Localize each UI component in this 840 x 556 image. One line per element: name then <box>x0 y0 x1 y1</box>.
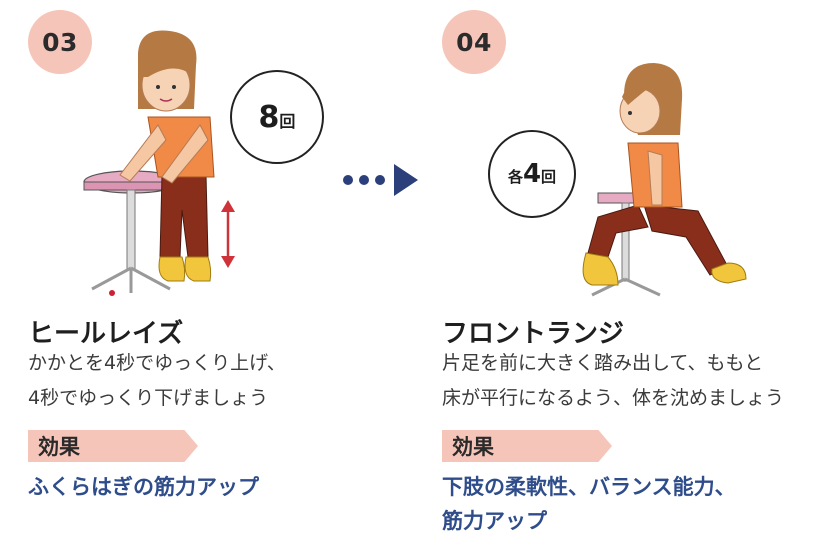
next-step-arrow-icon <box>343 164 418 196</box>
description-line: 床が平行になるよう、体を沈めましょう <box>442 387 785 409</box>
count-value: 8 <box>258 99 280 135</box>
effect-line: 下肢の柔軟性、バランス能力、 <box>442 475 736 499</box>
up-down-arrow-icon <box>221 200 235 268</box>
description-line: 4秒でゆっくり下げましょう <box>28 387 269 409</box>
count-prefix: 各 <box>507 167 523 186</box>
effect-line: ふくらはぎの筋力アップ <box>28 475 259 499</box>
step-04-panel: 04 各 4 回 フロントランジ 片足を前に大きく踏み出して、ももと 床が平行に… <box>420 0 840 556</box>
effect-label: 効果 <box>442 430 612 462</box>
count-unit: 回 <box>279 112 296 131</box>
effect-description: 下肢の柔軟性、バランス能力、 筋力アップ <box>442 470 736 538</box>
description-line: かかとを4秒でゆっくり上げ、 <box>28 352 286 374</box>
count-unit: 回 <box>541 167 557 186</box>
effect-description: ふくらはぎの筋力アップ <box>28 470 259 504</box>
repetition-count: 8 回 <box>230 70 324 164</box>
exercise-description: かかとを4秒でゆっくり上げ、 4秒でゆっくり下げましょう <box>28 346 286 416</box>
step-03-panel: 03 8 回 ヒールレイズ <box>28 10 324 504</box>
step-number: 04 <box>456 27 492 57</box>
exercise-description: 片足を前に大きく踏み出して、ももと 床が平行になるよう、体を沈めましょう <box>442 346 784 416</box>
description-line: 片足を前に大きく踏み出して、ももと <box>442 352 764 374</box>
repetition-count: 各 4 回 <box>488 130 576 218</box>
front-lunge-illustration <box>582 63 747 297</box>
exercise-title: フロントランジ <box>442 319 625 349</box>
step-number: 03 <box>42 27 78 57</box>
heel-raise-illustration <box>83 30 215 296</box>
exercise-title: ヒールレイズ <box>28 319 184 349</box>
effect-line: 筋力アップ <box>442 509 547 533</box>
step-number-badge: 04 <box>442 10 506 74</box>
step-number-badge: 03 <box>28 10 92 74</box>
count-value: 4 <box>522 159 542 189</box>
effect-label: 効果 <box>28 430 198 462</box>
